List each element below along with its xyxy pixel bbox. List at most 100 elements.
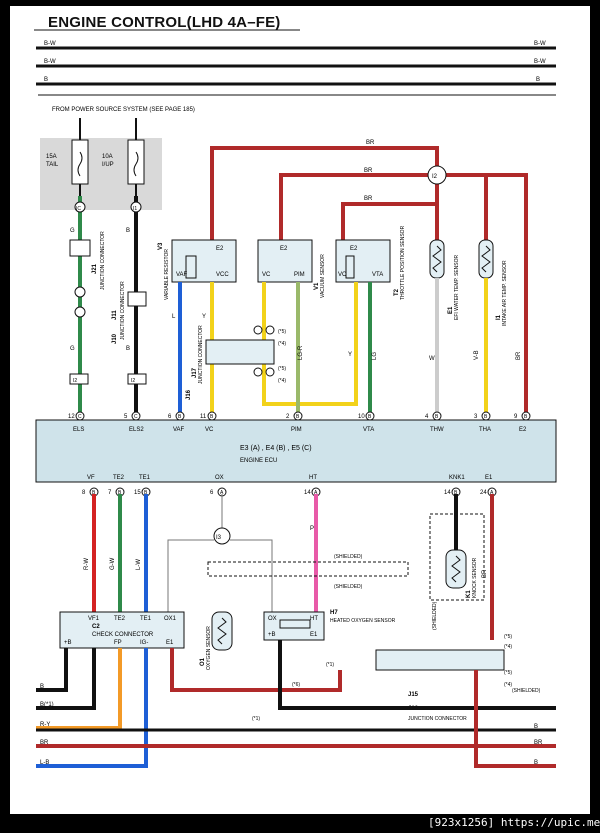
conn-j10: J10 bbox=[112, 333, 118, 344]
wire-label-rb: B(*1) bbox=[40, 702, 54, 708]
fuse-2-amp: 10A bbox=[102, 154, 113, 160]
v1-pin-pim: PIM bbox=[294, 272, 305, 278]
conn-i2-b: I2 bbox=[131, 378, 135, 384]
footer-watermark: [923x1256] https://upic.me/ bbox=[428, 816, 600, 829]
top-bus: B-W B-W B-W B-W B B bbox=[36, 41, 556, 86]
conn-ic: IC bbox=[76, 206, 81, 212]
note-4d: (*4) bbox=[504, 682, 512, 688]
power-note: FROM POWER SOURCE SYSTEM (SEE PAGE 185) bbox=[52, 107, 195, 113]
ecu-bottom-pin-conn: B bbox=[92, 490, 96, 496]
ecu-name: ENGINE ECU bbox=[240, 458, 277, 464]
junction-j15: J15 J16 JUNCTION CONNECTOR (*5) (*4) (*5… bbox=[375, 634, 512, 722]
ecu-top-pin-label: VTA bbox=[363, 427, 374, 433]
bus-label-1: B-W bbox=[44, 41, 56, 47]
ecu-top-pin-marker bbox=[432, 411, 442, 421]
ecu-top-pin-label: E2 bbox=[519, 427, 527, 433]
ecu-top-pin-marker bbox=[293, 411, 303, 421]
sensor-e1-name: EFI WATER TEMP. SENSOR bbox=[454, 255, 460, 320]
wire-label-br4: BR bbox=[516, 351, 522, 360]
shielded-4: (SHIELDED) bbox=[512, 688, 541, 694]
v1-pin-vc: VC bbox=[262, 272, 271, 278]
conn-i2-a: I2 bbox=[73, 378, 77, 384]
note-1b: (*1) bbox=[326, 662, 334, 668]
sensor-v3: E2 VAF VCC V3 VARIABLE RESISTOR bbox=[158, 239, 237, 300]
wire-label-lg: LG bbox=[372, 352, 378, 360]
ecu-bottom-pin-label: TE2 bbox=[113, 475, 125, 481]
c2-pin-e1: E1 bbox=[166, 640, 174, 646]
v3-pin-vcc: VCC bbox=[216, 272, 229, 278]
shielded-2: (SHIELDED) bbox=[334, 584, 363, 590]
h7-pin-ht: HT bbox=[310, 616, 318, 622]
bottom-bus: B B(*1) R-Y BR L-B B BR B (*1) (*6) (*1) bbox=[36, 640, 556, 768]
fuse-block: 15A TAIL 10A I/UP bbox=[40, 118, 162, 210]
page-title: ENGINE CONTROL(LHD 4A–FE) bbox=[48, 14, 281, 31]
c2-pin-b: +B bbox=[64, 640, 72, 646]
conn-i1: I1 bbox=[133, 206, 137, 212]
ecu-top-pin-marker bbox=[207, 411, 217, 421]
sensor-c2-code: C2 bbox=[92, 624, 100, 630]
ecu-bottom-pin-conn: B bbox=[144, 490, 148, 496]
wire-label-b4: B bbox=[534, 724, 538, 730]
fuse-2-name: I/UP bbox=[102, 162, 114, 168]
ecu-bottom-pin-conn: B bbox=[454, 490, 458, 496]
note-4c: (*4) bbox=[504, 644, 512, 650]
c2-pin-te1: TE1 bbox=[140, 616, 152, 622]
ecu-top-pin-label: ELS2 bbox=[129, 427, 144, 433]
bus-label-3: B bbox=[44, 77, 48, 83]
ecu-title: E3 (A) , E4 (B) , E5 (C) bbox=[240, 445, 312, 452]
ecu-top-pin-marker bbox=[521, 411, 531, 421]
ecu-bottom-pin-label: TE1 bbox=[139, 475, 151, 481]
h7-pin-ox: OX bbox=[268, 616, 277, 622]
conn-i3: I3 bbox=[216, 535, 222, 541]
conn-j21-name: JUNCTION CONNECTOR bbox=[100, 231, 106, 290]
ecu-top-pin-label: ELS bbox=[73, 427, 84, 433]
wire-label-vb: V-B bbox=[474, 350, 480, 360]
ecu-top-pin-num: 5 bbox=[124, 414, 128, 420]
ecu-top-pin-marker bbox=[365, 411, 375, 421]
conn-j11-name: JUNCTION CONNECTOR bbox=[120, 281, 126, 340]
wire-label-y2: Y bbox=[348, 352, 352, 358]
ecu-top-pin-conn: B bbox=[296, 414, 300, 420]
ecu-top-pin-num: 6 bbox=[168, 414, 172, 420]
conn-j17: J17 bbox=[192, 367, 198, 378]
conn-j16: J16 bbox=[186, 389, 192, 400]
h7-pin-b: +B bbox=[268, 632, 276, 638]
v3-pin-e2: E2 bbox=[216, 246, 224, 252]
note-5c: (*5) bbox=[504, 634, 512, 640]
v3-pin-vaf: VAF bbox=[176, 272, 188, 278]
c2-pin-te2: TE2 bbox=[114, 616, 126, 622]
ecu-bottom-pin-num: 7 bbox=[108, 490, 112, 496]
wire-label-b5: B bbox=[534, 760, 538, 766]
sensor-h7-name: HEATED OXYGEN SENSOR bbox=[330, 618, 396, 624]
ecu-top-pin-label: THW bbox=[430, 427, 444, 433]
sensor-v3-code: V3 bbox=[158, 242, 164, 250]
wire-label-g1: G bbox=[70, 228, 75, 234]
ecu-top-pin-num: 10 bbox=[358, 414, 365, 420]
wire-label-br1: BR bbox=[366, 140, 375, 146]
h7-pin-e1: E1 bbox=[310, 632, 318, 638]
sensor-i1-code: I1 bbox=[496, 314, 502, 320]
sensor-o1-name: OXYGEN SENSOR bbox=[206, 626, 212, 670]
wire-label-br2: BR bbox=[364, 168, 373, 174]
ecu-top-pin-num: 9 bbox=[514, 414, 518, 420]
wire-label-g2: G bbox=[70, 346, 75, 352]
ecu-top-pin-marker bbox=[131, 411, 141, 421]
ecu-top-pin-label: VAF bbox=[173, 427, 185, 433]
ecu-top-pin-label: VC bbox=[205, 427, 214, 433]
wire-label-b2: B bbox=[126, 346, 130, 352]
sensor-k1-code: K1 bbox=[466, 590, 472, 598]
ecu-bottom-pin-label: OX bbox=[215, 475, 224, 481]
ecu-top-pin-label: THA bbox=[479, 427, 491, 433]
conn-j15-name: JUNCTION CONNECTOR bbox=[408, 716, 467, 722]
bus-label-1r: B-W bbox=[534, 41, 546, 47]
ecu-top-pin-num: 2 bbox=[286, 414, 290, 420]
wire-label-b3: B bbox=[40, 684, 44, 690]
wire-label-lb: L-B bbox=[40, 760, 49, 766]
note-5d: (*5) bbox=[504, 670, 512, 676]
ecu-bottom-pin-label: VF bbox=[87, 475, 95, 481]
note-6a: (*6) bbox=[292, 682, 300, 688]
t2-pin-vc: VC bbox=[338, 272, 347, 278]
sensor-o1: O1 OXYGEN SENSOR bbox=[200, 611, 233, 670]
